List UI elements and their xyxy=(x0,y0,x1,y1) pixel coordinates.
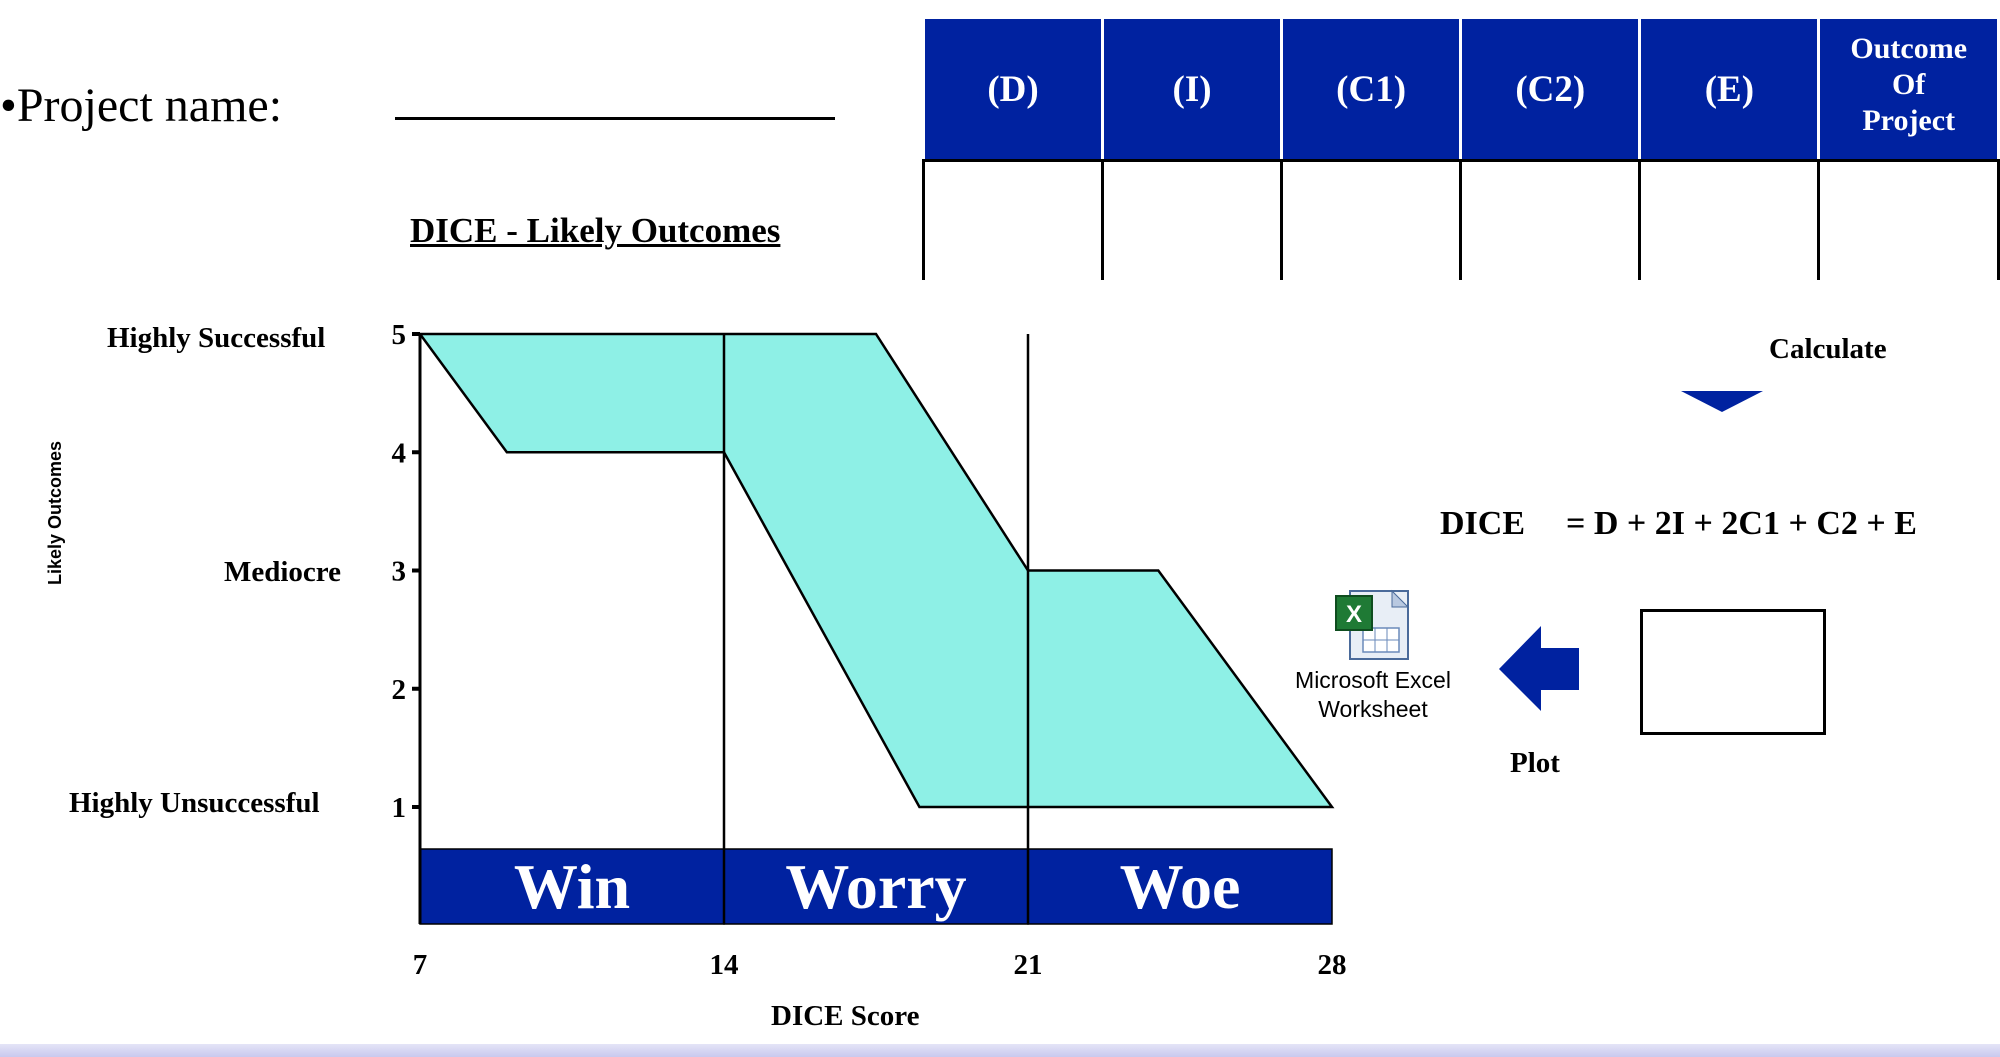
header-c2: (C2) xyxy=(1459,16,1642,162)
cell-e[interactable] xyxy=(1638,159,1821,280)
y-label-mediocre: Mediocre xyxy=(224,556,342,588)
outcome-band xyxy=(417,332,1335,809)
header-e: (E) xyxy=(1638,16,1821,162)
excel-caption-line2: Worksheet xyxy=(1318,695,1428,722)
header-outcome-line1: Outcome xyxy=(1850,32,1968,65)
project-name-field[interactable] xyxy=(395,117,835,120)
zone-woe-label: Woe xyxy=(1119,851,1241,922)
bullet-glyph: • xyxy=(0,79,17,132)
y-label-highly-successful: Highly Successful xyxy=(107,322,326,354)
cell-d[interactable] xyxy=(922,159,1105,280)
dice-formula: = D + 2I + 2C1 + C2 + E xyxy=(1566,505,1917,542)
dice-label: DICE xyxy=(1440,505,1526,542)
project-name-label: •Project name: xyxy=(0,82,282,130)
zone-bar-woe xyxy=(1027,848,1333,925)
x-tick-label-21: 21 xyxy=(1014,949,1043,981)
y-label-highly-unsuccessful: Highly Unsuccessful xyxy=(69,787,320,819)
x-tick-label-7: 7 xyxy=(413,949,428,981)
x-tick-label-28: 28 xyxy=(1318,949,1347,981)
cell-c2[interactable] xyxy=(1459,159,1642,280)
svg-text:X: X xyxy=(1346,601,1362,628)
y-tick-label-1: 1 xyxy=(392,792,407,824)
header-d: (D) xyxy=(922,16,1105,162)
calculate-label: Calculate xyxy=(1769,333,1887,365)
cell-outcome[interactable] xyxy=(1817,159,2000,280)
bottom-strip xyxy=(0,1044,2000,1057)
header-c1: (C1) xyxy=(1279,16,1463,162)
header-i: (I) xyxy=(1101,16,1283,162)
plot-arrow-icon xyxy=(1499,626,1579,711)
chart-title: DICE - Likely Outcomes xyxy=(410,211,781,250)
table-input-row xyxy=(922,159,2000,280)
header-outcome-line3: Project xyxy=(1862,104,1956,137)
excel-caption[interactable]: Microsoft Excel Worksheet xyxy=(1268,666,1478,724)
dice-table-container: (D) (I) (C1) (C2) (E) Outcome Of Project xyxy=(922,0,2000,280)
x-axis-title: DICE Score xyxy=(771,1000,920,1032)
project-name-text: Project name: xyxy=(16,79,283,132)
header-outcome: Outcome Of Project xyxy=(1817,16,2000,162)
calculate-arrow-icon xyxy=(1681,391,1763,412)
dice-result-box[interactable] xyxy=(1640,609,1826,735)
excel-caption-line1: Microsoft Excel xyxy=(1295,667,1451,693)
y-tick-label-4: 4 xyxy=(392,437,407,469)
cell-c1[interactable] xyxy=(1279,159,1463,280)
y-tick-label-2: 2 xyxy=(392,674,407,706)
cell-i[interactable] xyxy=(1101,159,1283,280)
header-outcome-line2: Of xyxy=(1892,68,1926,101)
plot-label: Plot xyxy=(1510,747,1560,779)
excel-icon: X xyxy=(1335,589,1410,660)
y-tick-label-5: 5 xyxy=(392,319,407,351)
y-tick-label-3: 3 xyxy=(392,556,407,588)
zone-bar-win xyxy=(419,848,725,925)
x-tick-label-14: 14 xyxy=(710,949,739,981)
dice-table: (D) (I) (C1) (C2) (E) Outcome Of Project xyxy=(922,16,2000,280)
zone-worry-label: Worry xyxy=(785,851,967,922)
table-header-row: (D) (I) (C1) (C2) (E) Outcome Of Project xyxy=(922,16,2000,162)
zone-win-label: Win xyxy=(513,851,631,922)
